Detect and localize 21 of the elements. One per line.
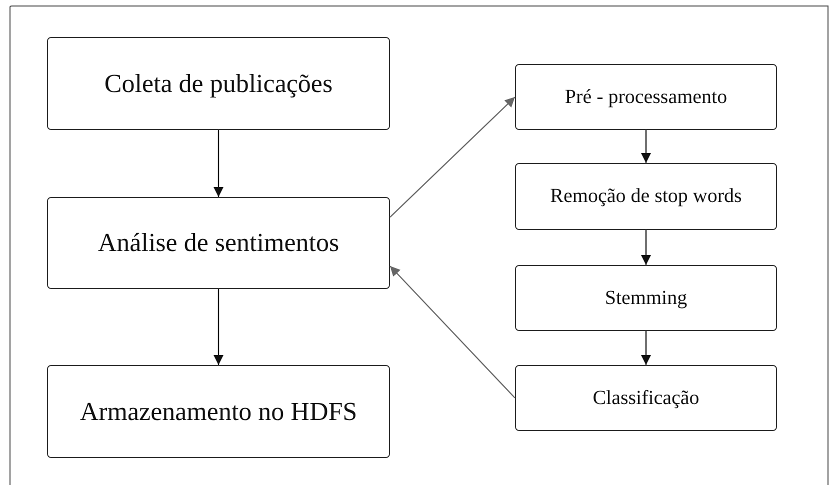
box-label: Armazenamento no HDFS bbox=[80, 398, 358, 426]
process-box bbox=[47, 37, 390, 130]
box-label: Classificação bbox=[592, 388, 700, 408]
box-label: Remoção de stop words bbox=[550, 186, 742, 207]
arrow bbox=[214, 289, 224, 365]
arrow bbox=[214, 130, 224, 197]
box-label: Coleta de publicações bbox=[104, 70, 333, 98]
arrow bbox=[390, 96, 516, 218]
arrow bbox=[390, 266, 516, 398]
process-box bbox=[515, 163, 777, 230]
box-label: Stemming bbox=[604, 288, 688, 308]
arrow bbox=[641, 331, 651, 365]
process-box bbox=[515, 365, 777, 431]
box-label: Análise de sentimentos bbox=[98, 229, 340, 257]
arrow bbox=[641, 230, 651, 265]
process-box bbox=[515, 265, 777, 331]
arrow bbox=[641, 130, 651, 163]
process-box bbox=[47, 365, 390, 458]
process-box bbox=[515, 64, 777, 130]
box-label: Pré - processamento bbox=[564, 86, 728, 108]
process-box bbox=[47, 197, 390, 289]
